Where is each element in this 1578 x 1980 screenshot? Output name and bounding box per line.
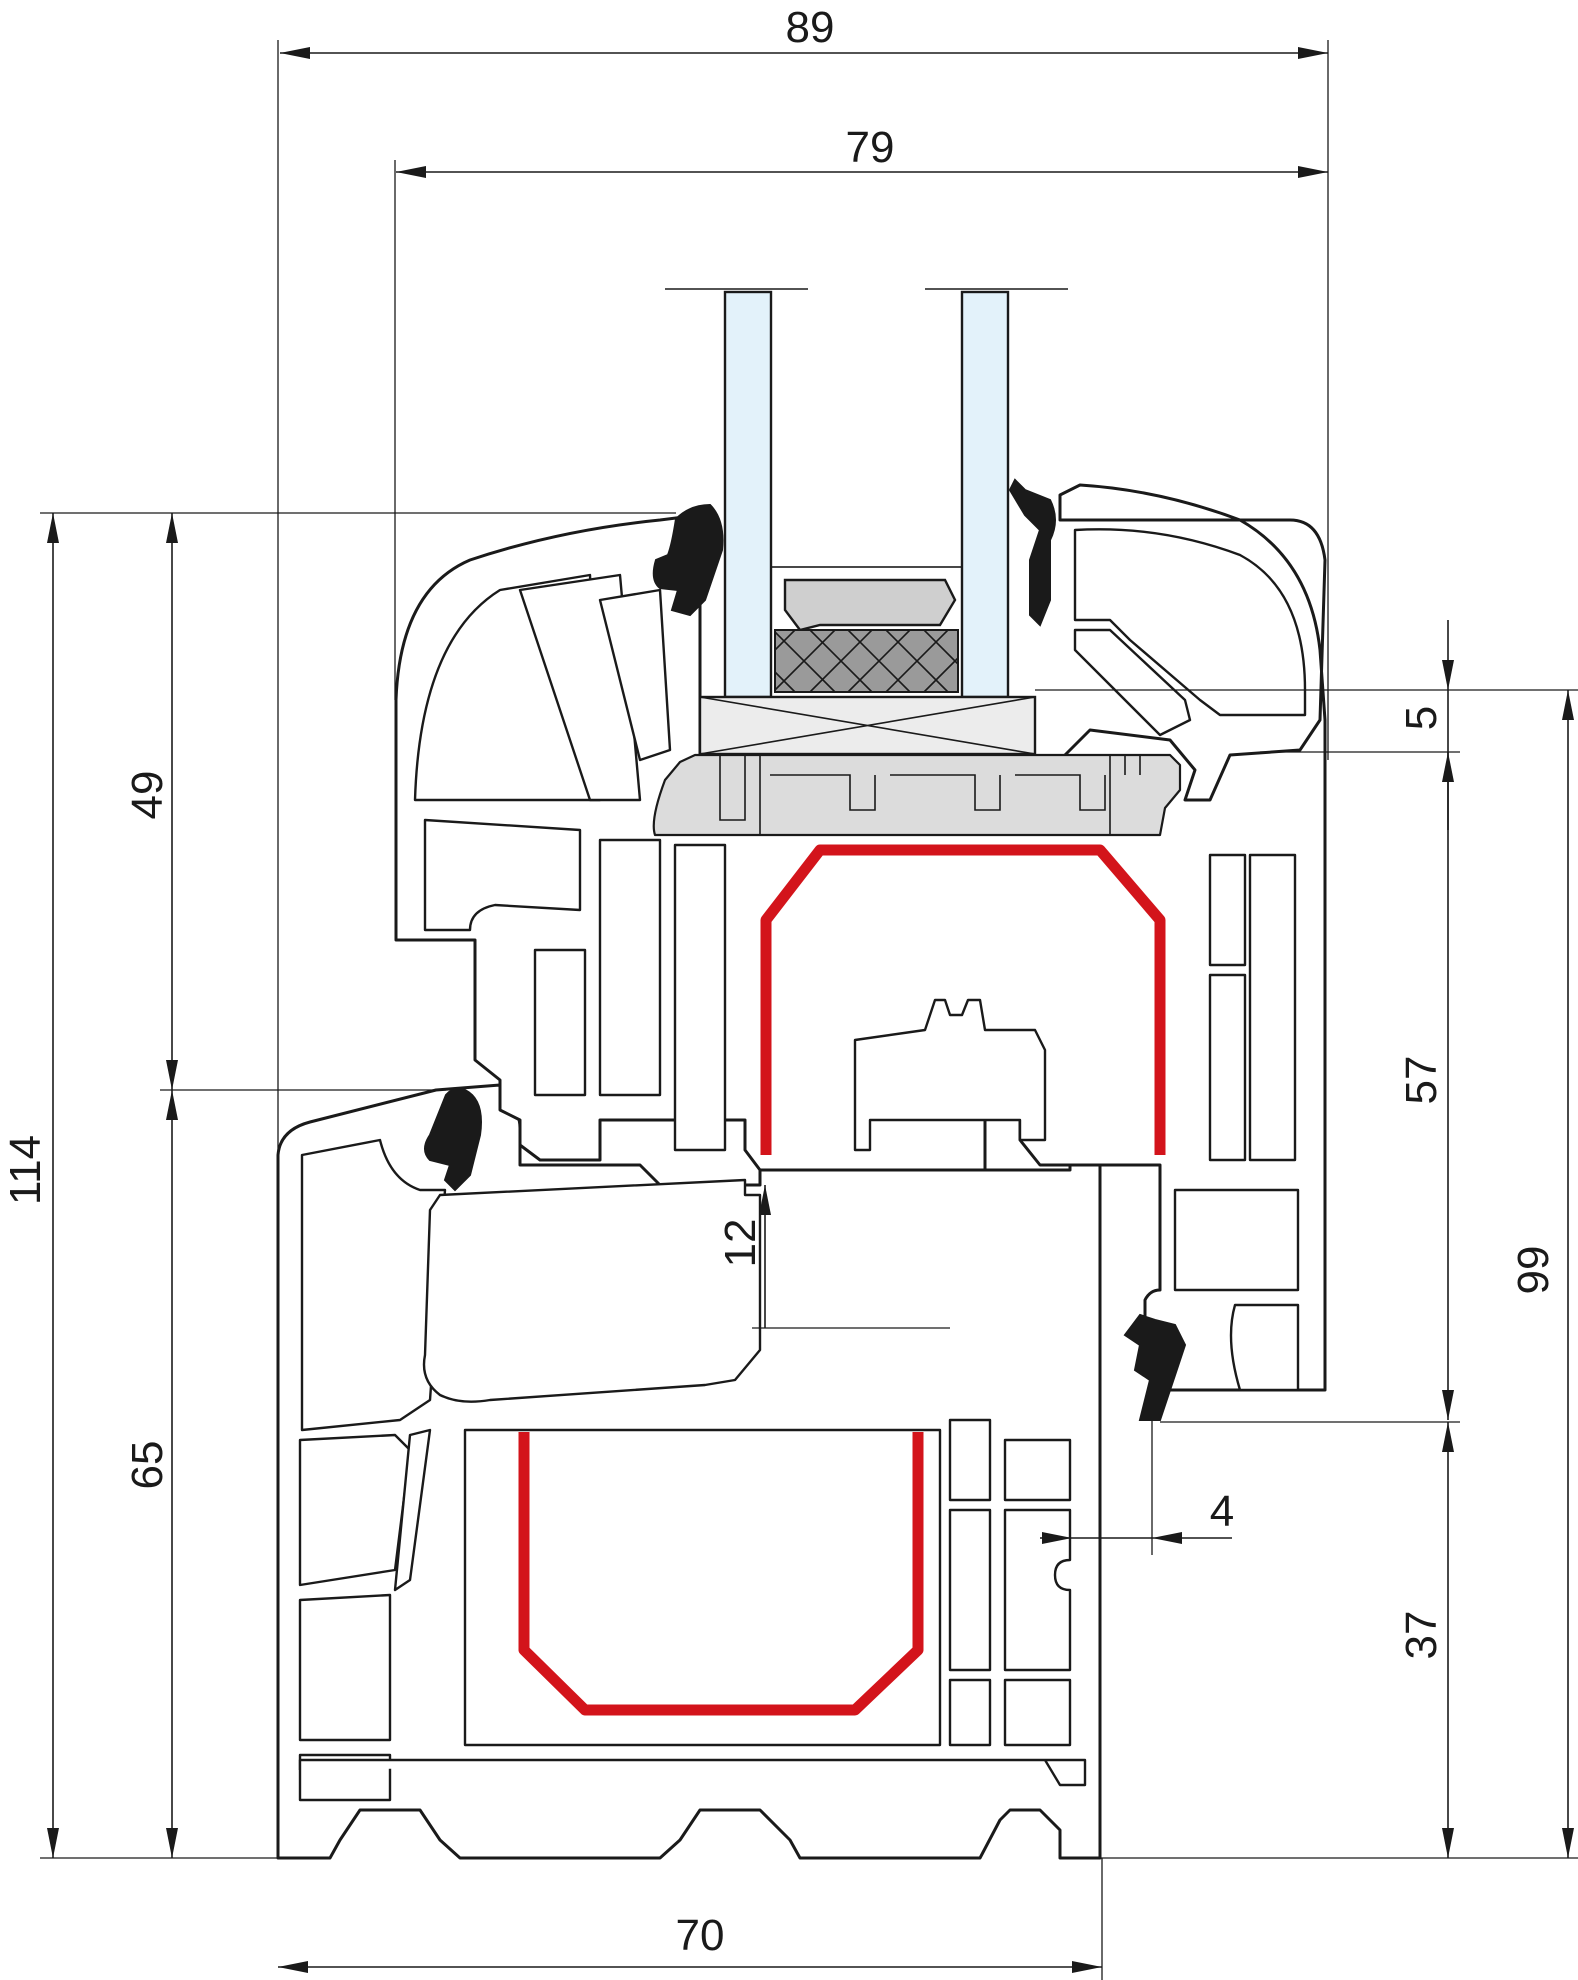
- frame-chamber: [300, 1138, 447, 1432]
- secondary-sealant: [774, 629, 959, 693]
- frame-chamber: [948, 1508, 992, 1672]
- dim-114-arrow-top: [47, 513, 59, 543]
- frame-chamber: [422, 1178, 762, 1403]
- glazing-gasket-outer: [652, 503, 724, 617]
- dim-114-label: 114: [1, 1135, 50, 1205]
- glazing-gasket-inner: [1008, 478, 1056, 627]
- dim-79-label: 79: [846, 123, 895, 172]
- glass-pane-right: [960, 290, 1010, 699]
- sash-chamber: [1173, 1188, 1300, 1292]
- sash-chamber: [1208, 853, 1247, 967]
- sash-seal-gasket: [424, 1087, 482, 1192]
- dim-70-arrow-right: [1072, 1961, 1102, 1973]
- frame-chamber: [1003, 1508, 1072, 1672]
- frame-chamber: [948, 1418, 992, 1502]
- frame-chamber: [298, 1593, 392, 1742]
- dim-89-arrow-left: [280, 47, 310, 59]
- sash-chamber: [423, 818, 582, 932]
- dim-37-label: 37: [1397, 1611, 1446, 1660]
- dim-49-arrow-top: [166, 513, 178, 543]
- sash-chamber: [598, 588, 672, 762]
- dim-12-label: 12: [716, 1219, 765, 1268]
- dim-89-arrow-right: [1298, 47, 1328, 59]
- dim-12-arrow-top: [759, 1185, 771, 1215]
- sash-chamber: [1073, 628, 1192, 737]
- frame-chamber: [1003, 1438, 1072, 1502]
- dim-89-label: 89: [786, 3, 835, 52]
- dim-99-arrow-bottom: [1562, 1828, 1574, 1858]
- dim-65-arrow-bottom: [166, 1828, 178, 1858]
- sash-chamber: [1208, 973, 1247, 1162]
- sash-core-chamber: [853, 998, 1047, 1152]
- glass-pane-left: [723, 290, 773, 699]
- dim-65-label: 65: [123, 1441, 172, 1490]
- desiccant-spacer: [783, 578, 957, 632]
- frame-chamber: [463, 1428, 942, 1747]
- sash-chamber: [1248, 853, 1297, 1162]
- dim-4-label: 4: [1210, 1487, 1234, 1536]
- sash-chamber: [1073, 528, 1307, 717]
- dim-37-arrow-bottom: [1442, 1828, 1454, 1858]
- frame-chamber: [298, 1758, 1087, 1787]
- frame-steel-reinforcement: [518, 1432, 924, 1716]
- frame-chamber: [393, 1428, 432, 1592]
- dim-57-label: 57: [1397, 1056, 1446, 1105]
- dim-5-label: 5: [1397, 706, 1446, 730]
- dim-49-arrow-bottom: [166, 1060, 178, 1090]
- dim-99-label: 99: [1509, 1246, 1558, 1295]
- sash-chamber: [673, 843, 727, 1152]
- sash-chamber: [1229, 1303, 1300, 1392]
- frame-seal-gasket: [1123, 1313, 1187, 1421]
- frame-chamber: [298, 1433, 412, 1587]
- dim-5-arrow-top: [1442, 660, 1454, 690]
- dim-79-arrow-right: [1298, 166, 1328, 178]
- frame-chamber: [948, 1678, 992, 1747]
- dim-4-arrow-left: [1042, 1532, 1072, 1544]
- dim-70-arrow-left: [278, 1961, 308, 1973]
- dim-65-arrow-top: [166, 1090, 178, 1120]
- glazing-bead: [652, 753, 1182, 837]
- dim-57-arrow-bottom: [1442, 1390, 1454, 1420]
- bead-slots: [719, 755, 1141, 835]
- dim-114-arrow-bottom: [47, 1828, 59, 1858]
- sash-chamber: [598, 838, 662, 1097]
- frame-chamber: [1003, 1678, 1072, 1747]
- dim-70-label: 70: [676, 1911, 725, 1960]
- sealant-hatch: [774, 629, 959, 693]
- dim-79-arrow-left: [396, 166, 426, 178]
- sash-chamber: [533, 948, 587, 1097]
- sash-steel-reinforcement: [760, 844, 1166, 1155]
- dim-4-arrow-right: [1152, 1532, 1182, 1544]
- dim-99-arrow-top: [1562, 690, 1574, 720]
- dim-49-label: 49: [123, 771, 172, 820]
- dim-37-arrow-top: [1442, 1422, 1454, 1452]
- packer-cross: [699, 696, 1036, 755]
